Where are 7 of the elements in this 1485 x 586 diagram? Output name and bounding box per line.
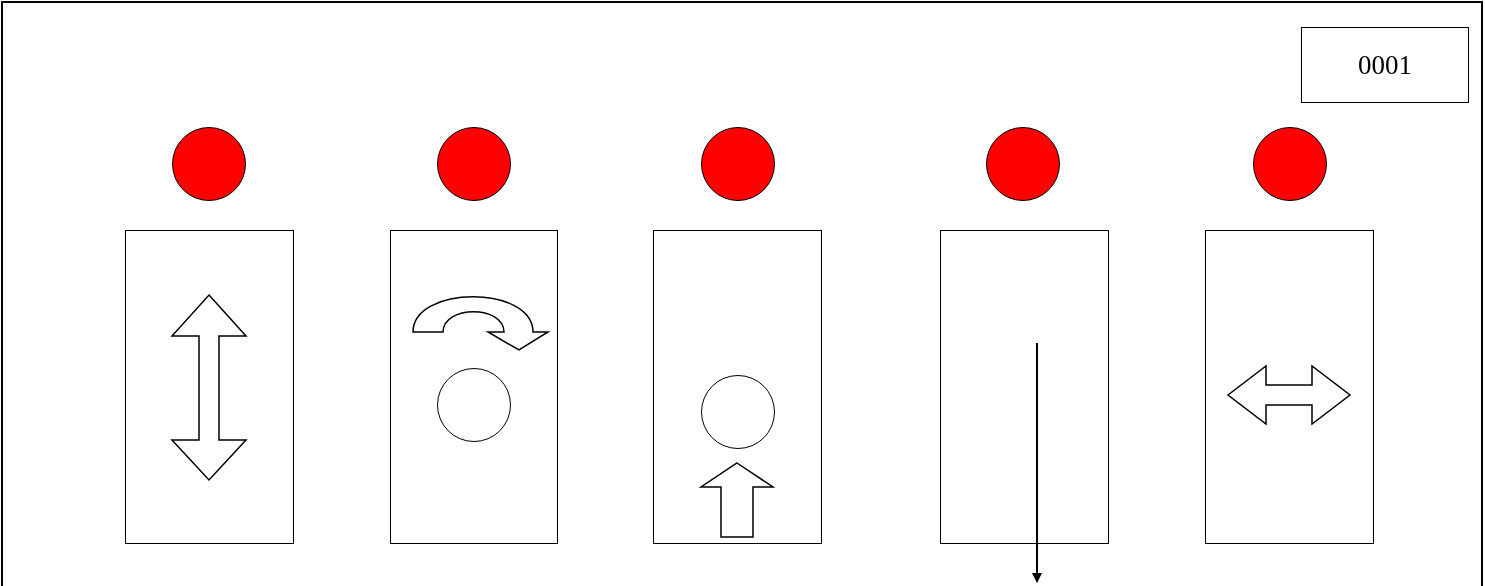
panel-box xyxy=(125,230,294,544)
panel-box xyxy=(940,230,1109,544)
number-box xyxy=(1301,27,1469,103)
panel-box xyxy=(653,230,822,544)
panel-box xyxy=(1205,230,1374,544)
panel-box xyxy=(390,230,558,544)
id-number: 0001 xyxy=(1358,49,1412,81)
